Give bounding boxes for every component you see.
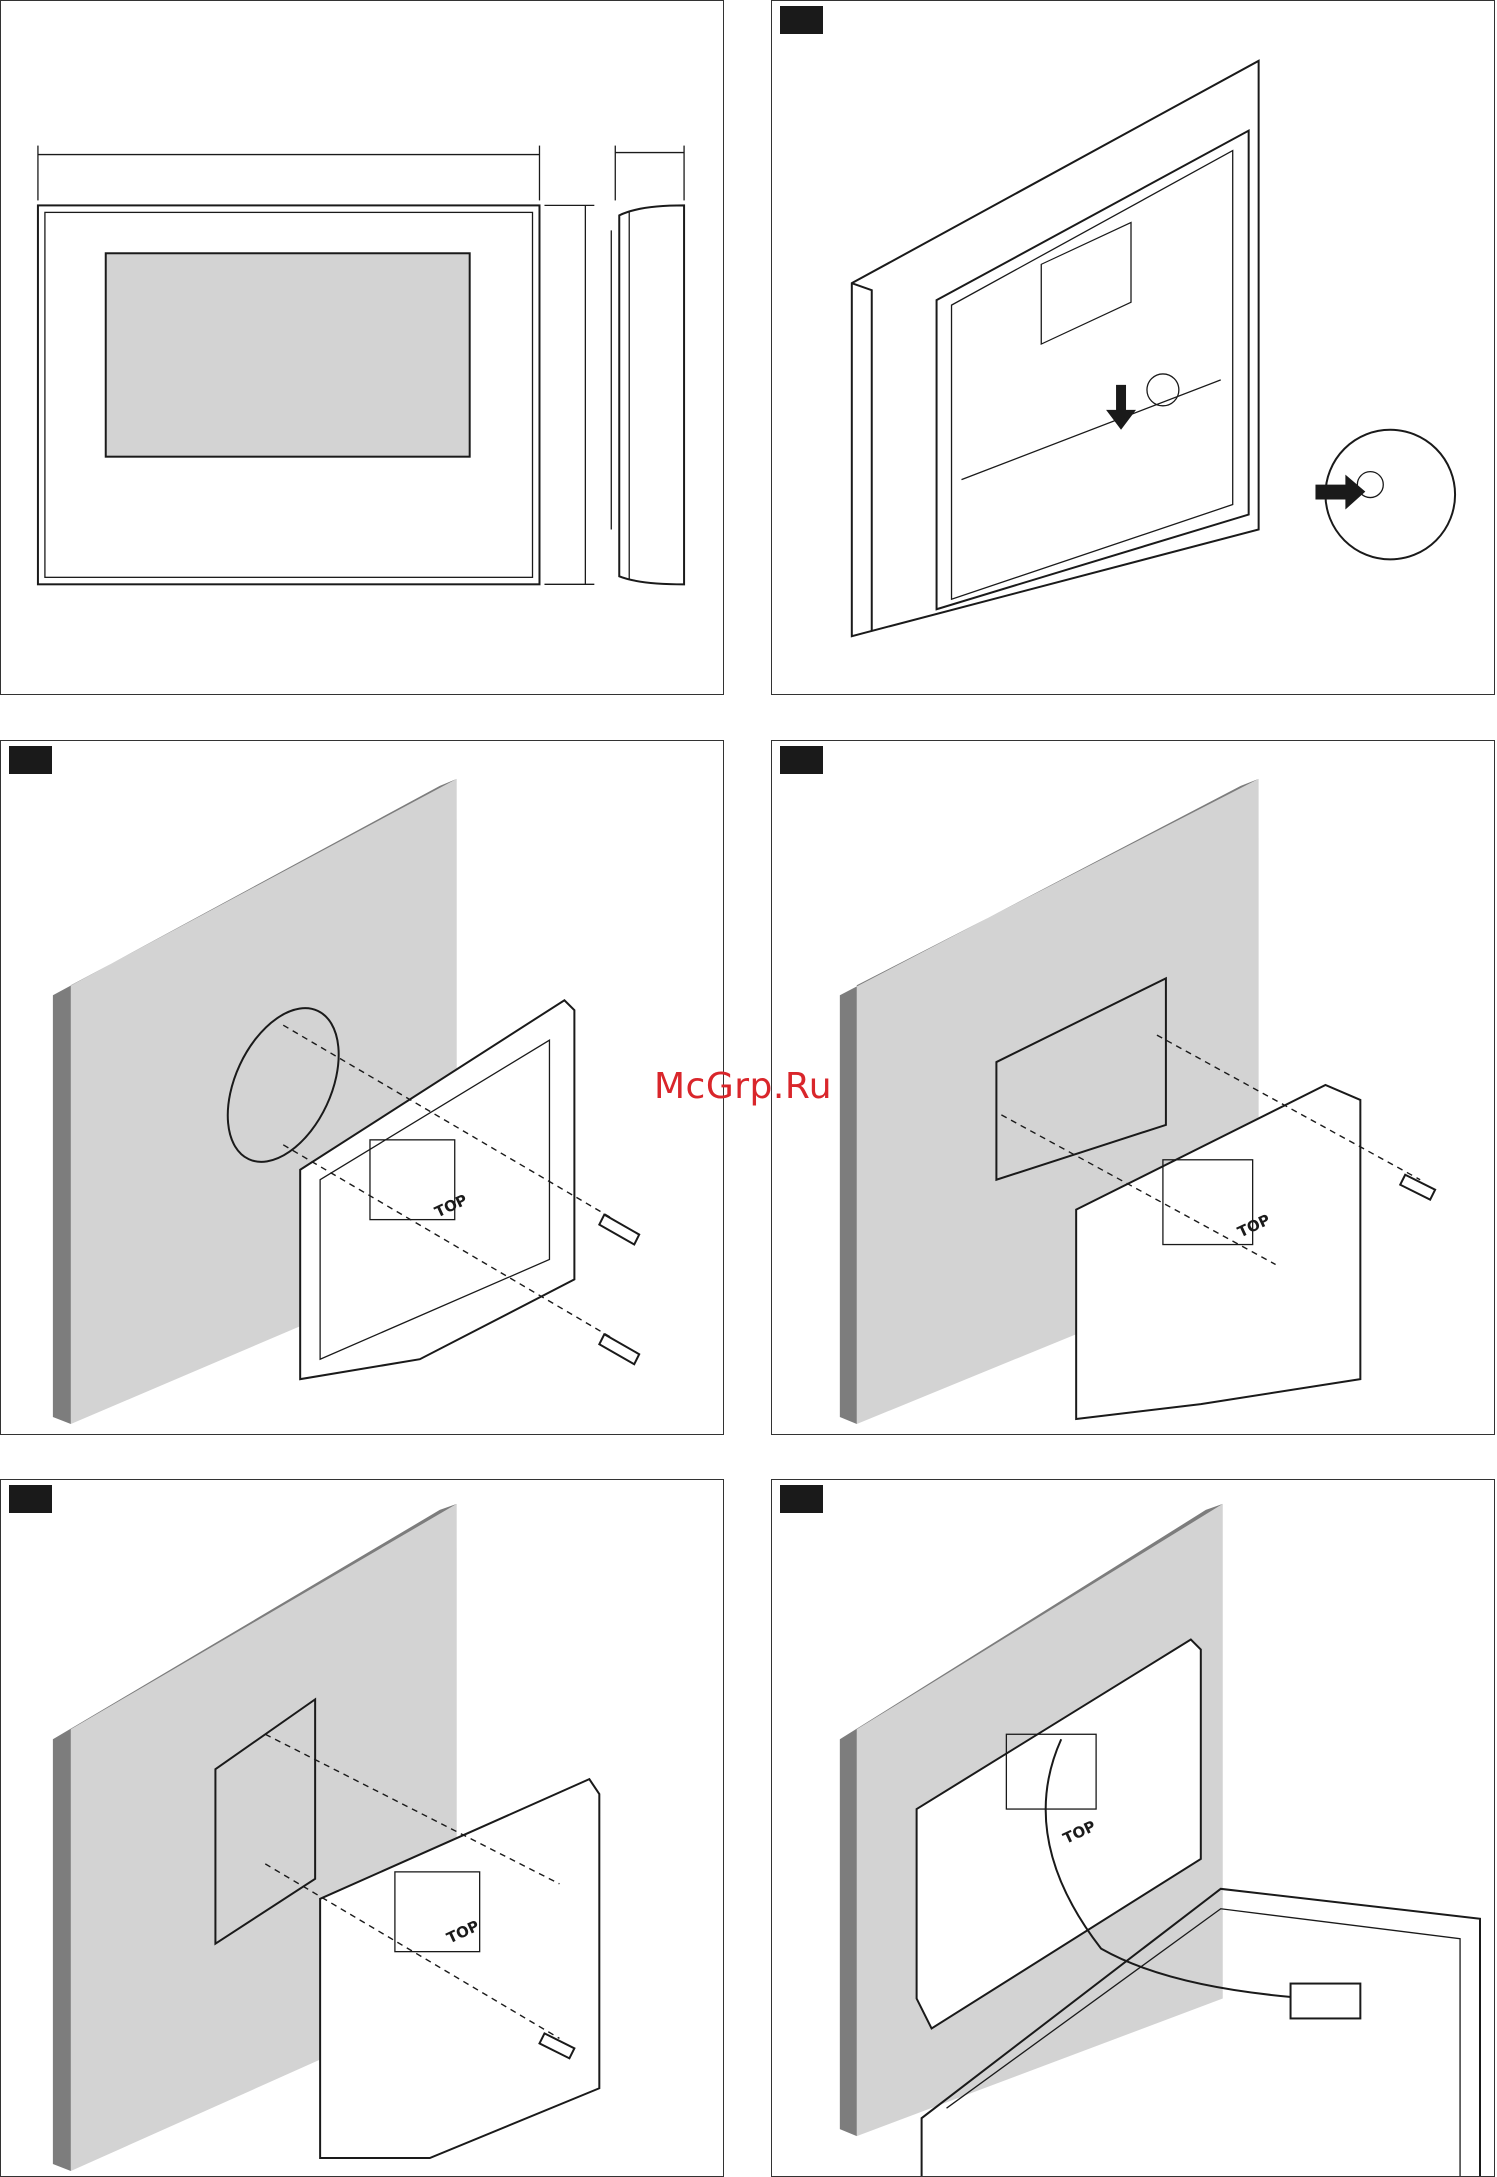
watermark: McGrp.Ru: [654, 1066, 832, 1107]
panel-mount-rect-box: TOP: [771, 740, 1495, 1435]
panel-connect-cable: TOP: [771, 1479, 1495, 2177]
device-dimension-drawing: [1, 1, 723, 694]
bracket-removal-drawing: [772, 1, 1494, 694]
round-box-mounting-drawing: TOP: [1, 741, 723, 1434]
screen-area: [106, 253, 470, 456]
panel-mount-round-box: TOP: [0, 740, 724, 1435]
rect-box-mounting-drawing: TOP: [772, 741, 1494, 1434]
panel-dimensions: [0, 0, 724, 695]
panel-mount-vertical-box: TOP: [0, 1479, 724, 2177]
cable-connection-drawing: TOP: [772, 1480, 1494, 2176]
vertical-box-mounting-drawing: TOP: [1, 1480, 723, 2176]
panel-remove-bracket: [771, 0, 1495, 695]
